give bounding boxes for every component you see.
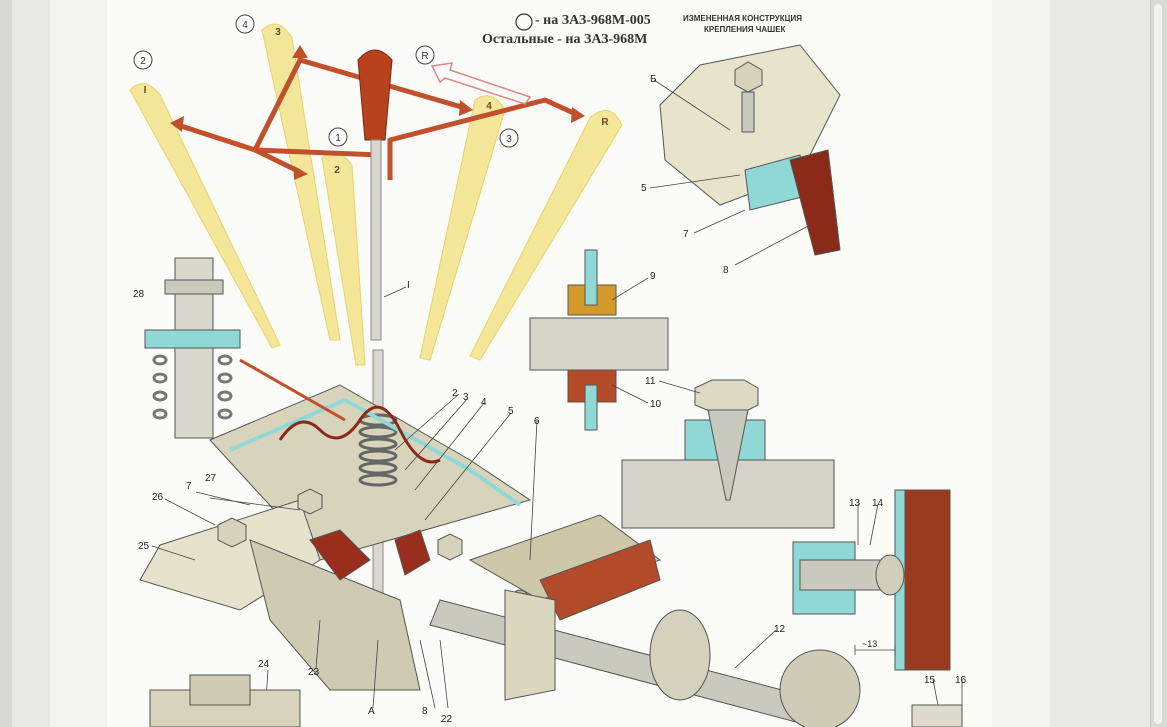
bottom-detail-15-16 bbox=[911, 704, 963, 727]
inset-cup-mount bbox=[659, 44, 841, 256]
part-label-10: 10 bbox=[650, 399, 662, 410]
lever-knob bbox=[357, 49, 393, 141]
scrollbar-thumb[interactable] bbox=[1154, 4, 1162, 724]
part-label-27: 27 bbox=[205, 473, 217, 484]
reverse-arrow bbox=[430, 62, 532, 105]
wavy-seal bbox=[278, 405, 441, 464]
legend-line-1: - на ЗАЗ-968М-005 bbox=[535, 13, 651, 28]
part-label-28: 28 bbox=[133, 289, 145, 300]
circled-gear-3: 3 bbox=[506, 134, 512, 145]
part-label-5-inset: 5 bbox=[641, 183, 647, 194]
lever-rod-upper bbox=[370, 139, 382, 341]
part-label-13: 13 bbox=[849, 498, 861, 509]
beam-label-2: 2 bbox=[334, 165, 340, 176]
part-label-7: 7 bbox=[186, 481, 192, 492]
detail-28 bbox=[144, 257, 241, 439]
circled-gear-labels bbox=[133, 14, 519, 148]
part-label-9: 9 bbox=[650, 271, 656, 282]
part-label-22: 22 bbox=[441, 714, 453, 725]
part-label-5: 5 bbox=[508, 406, 514, 417]
beam-label-r: R bbox=[601, 117, 609, 128]
part-label-3: 3 bbox=[463, 392, 469, 403]
detail-11 bbox=[621, 379, 835, 529]
part-label-23: 23 bbox=[308, 667, 320, 678]
part-label-26: 26 bbox=[152, 492, 164, 503]
inset-title-line-1: ИЗМЕНЕННАЯ КОНСТРУКЦИЯ bbox=[683, 14, 802, 23]
inset-title-line-2: КРЕПЛЕНИЯ ЧАШЕК bbox=[704, 25, 786, 34]
part-label-a: А bbox=[368, 706, 375, 717]
bolts bbox=[217, 488, 463, 561]
circled-gear-2: 2 bbox=[140, 56, 146, 67]
circled-gear-r: R bbox=[421, 51, 428, 62]
part-label-16: 16 bbox=[955, 675, 967, 686]
beam-label-4: 4 bbox=[486, 101, 492, 112]
dimension-13 bbox=[854, 645, 896, 655]
leader-lines bbox=[151, 79, 963, 716]
part-label-8: 8 bbox=[422, 706, 428, 717]
part-label-15: 15 bbox=[924, 675, 936, 686]
bottom-detail-24 bbox=[149, 674, 301, 727]
arrow-heads bbox=[170, 45, 585, 180]
part-label-7-inset: 7 bbox=[683, 229, 689, 240]
circled-gear-4: 4 bbox=[242, 20, 248, 31]
gear-beams bbox=[129, 23, 623, 366]
detail-13-14 bbox=[792, 489, 951, 671]
bracket-plate bbox=[504, 589, 556, 701]
circled-gear-1: 1 bbox=[335, 133, 341, 144]
part-label-12: 12 bbox=[774, 624, 786, 635]
part-label-b: Б bbox=[650, 74, 657, 85]
part-label-4: 4 bbox=[481, 397, 487, 408]
part-label-25: 25 bbox=[138, 541, 150, 552]
beam-label-1: I bbox=[144, 85, 147, 96]
legend-circle bbox=[515, 13, 533, 31]
viewer-frame-left bbox=[0, 0, 12, 727]
part-label-6: 6 bbox=[534, 416, 540, 427]
part-label-8-inset: 8 bbox=[723, 265, 729, 276]
dimension-label: ~13 bbox=[862, 639, 877, 649]
legend-line-2: Остальные - на ЗАЗ-968М bbox=[482, 32, 648, 47]
part-label-14: 14 bbox=[872, 498, 884, 509]
part-label-24: 24 bbox=[258, 659, 270, 670]
cyan-cutaway bbox=[229, 397, 522, 507]
part-label-I: I bbox=[407, 280, 410, 291]
part-label-11: 11 bbox=[645, 376, 656, 387]
beam-label-3: 3 bbox=[275, 27, 281, 38]
part-label-2: 2 bbox=[452, 388, 458, 399]
detail-9-10 bbox=[529, 249, 669, 431]
shift-pattern-arrows bbox=[177, 52, 580, 180]
leader-28 bbox=[239, 358, 346, 422]
